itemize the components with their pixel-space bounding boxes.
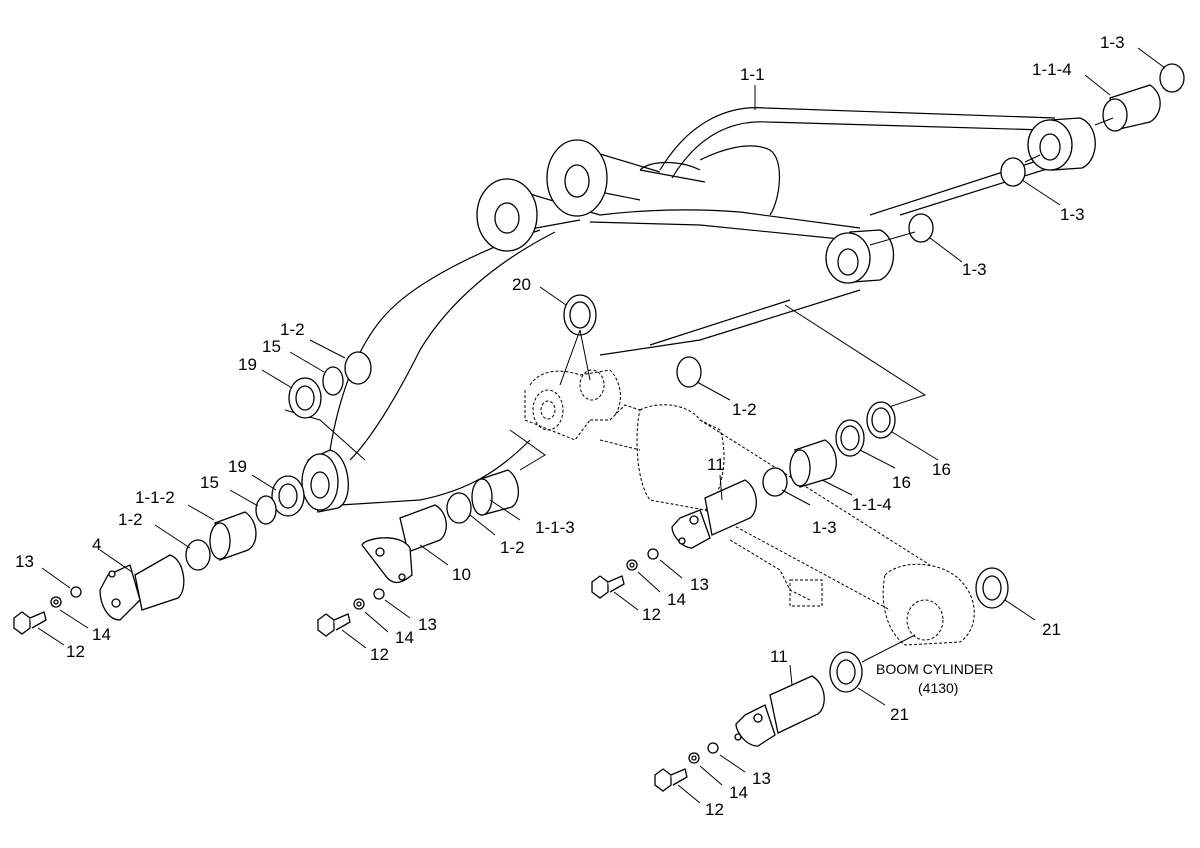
pin-11-upper [591,479,757,599]
label-1-1-4-center: 1-1-4 [852,495,892,514]
label-19-left: 19 [228,457,247,476]
part-labels: 1-1 1-1-4 1-3 1-3 1-3 20 1-2 15 19 1-2 1… [15,33,1125,819]
label-15-left: 15 [200,473,219,492]
label-15-top: 15 [262,337,281,356]
label-13-upper: 13 [690,575,709,594]
label-20: 20 [512,275,531,294]
label-14-mid: 14 [395,628,414,647]
label-boom-cylinder-code: (4130) [918,680,958,696]
pin-11-lower [654,675,825,792]
label-13-mid: 13 [418,615,437,634]
label-19-top: 19 [238,355,257,374]
label-12-left: 12 [66,642,85,661]
label-1-1: 1-1 [740,65,765,84]
label-1-2-left: 1-2 [118,510,143,529]
pin-4 [13,554,185,635]
label-10: 10 [452,565,471,584]
label-11-upper: 11 [707,455,725,474]
label-13-left: 13 [15,552,34,571]
label-21-lower: 21 [890,705,909,724]
label-boom-cylinder: BOOM CYLINDER [876,661,993,677]
label-1-2-mid: 1-2 [500,538,525,557]
label-14-upper: 14 [667,590,686,609]
label-1-1-2: 1-1-2 [135,488,175,507]
parts-left [185,294,702,571]
label-4: 4 [92,535,101,554]
label-1-1-3: 1-1-3 [535,518,575,537]
label-1-2-top: 1-2 [280,320,305,339]
label-1-2-center: 1-2 [732,400,757,419]
label-14-lower: 14 [729,783,748,802]
parts-center-right [762,401,1009,693]
label-12-mid: 12 [370,645,389,664]
boom-cylinder [524,369,975,646]
shim-top-right [1159,63,1185,93]
leader-lines [37,47,1166,804]
parts-top-right [869,63,1185,246]
label-12-lower: 12 [705,800,724,819]
label-1-3-top-mid: 1-3 [1060,205,1085,224]
label-1-3-top-right: 1-3 [1100,33,1125,52]
label-1-3-mid-right: 1-3 [962,260,987,279]
label-12-upper: 12 [642,605,661,624]
label-14-left: 14 [92,625,111,644]
boom-structure [284,107,1096,513]
label-1-1-4-top: 1-1-4 [1032,60,1072,79]
label-13-lower: 13 [752,769,771,788]
pin-10 [317,504,447,637]
label-11-lower: 11 [770,647,788,666]
label-21-right: 21 [1042,620,1061,639]
label-16-b: 16 [892,473,911,492]
label-16-a: 16 [932,460,951,479]
label-1-3-center: 1-3 [812,518,837,537]
